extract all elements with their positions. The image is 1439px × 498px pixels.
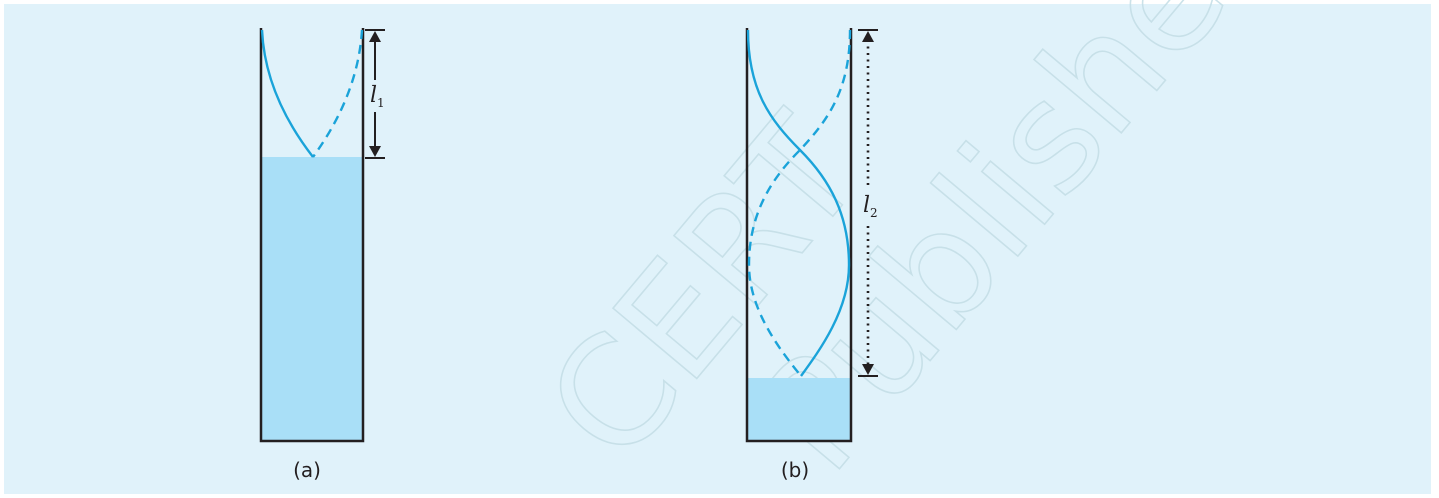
caption-a: (a) [293, 458, 321, 482]
wave-solid-b [746, 29, 851, 377]
arrowhead-down-a [369, 146, 381, 157]
arrowhead-up-b [862, 31, 874, 42]
length-marker-b: l2 [858, 29, 878, 377]
water-column-b [747, 378, 851, 441]
tube-a [259, 28, 365, 443]
length-subscript-b: 2 [870, 206, 878, 220]
wave-solid-a [260, 29, 314, 158]
length-label-l2: l2 [863, 193, 878, 220]
wave-dashed-a [312, 29, 364, 158]
arrowhead-down-b [862, 364, 874, 375]
length-marker-a: l1 [365, 29, 385, 159]
figure-background [4, 4, 1431, 494]
length-subscript-a: 1 [377, 96, 385, 110]
panel-a: l1 (a) [259, 28, 385, 482]
panel-b: l2 (b) [745, 28, 878, 482]
length-letter-b: l [863, 193, 870, 218]
tube-b [745, 28, 853, 443]
length-label-l1: l1 [370, 83, 385, 110]
length-letter-a: l [370, 83, 377, 108]
water-column-a [261, 157, 363, 441]
caption-b: (b) [781, 458, 809, 482]
wave-dashed-b [747, 29, 852, 377]
arrowhead-up-a [369, 31, 381, 42]
